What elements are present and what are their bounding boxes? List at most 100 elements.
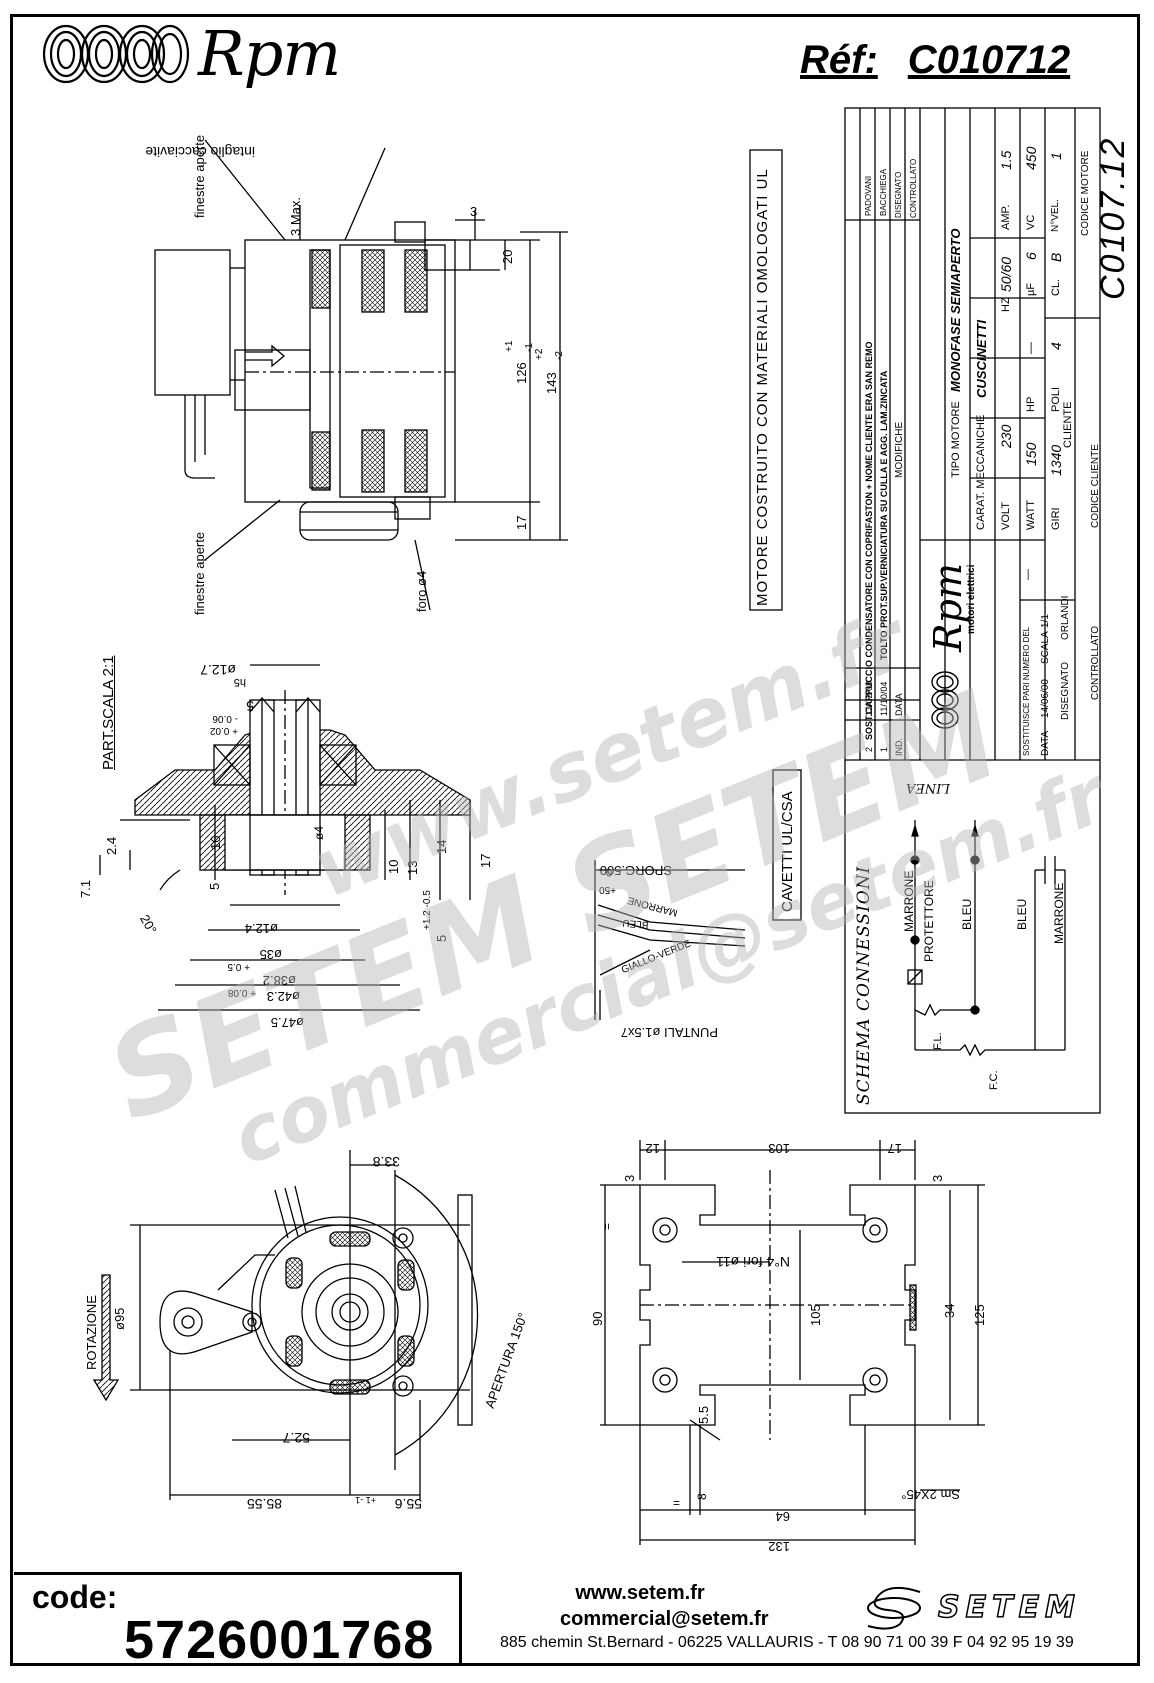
eq-mark-bottom: =: [672, 1496, 680, 1510]
ref-value: C010712: [907, 38, 1071, 82]
tipo-label: TIPO MOTORE: [950, 401, 962, 478]
drawing-sheet: [10, 14, 1140, 1666]
dim-143-tol-top: +2: [534, 348, 545, 360]
data-value: 14/06/00: [1040, 679, 1051, 718]
title-block-logo: [930, 660, 965, 730]
dim-17: 17: [887, 1141, 902, 1156]
coil-small-icon: [931, 671, 959, 729]
vc-label: VC: [1025, 214, 1037, 230]
vc-value: 450: [1023, 146, 1039, 170]
footer-website[interactable]: www.setem.fr: [575, 1582, 705, 1604]
dim-105: 105: [808, 1304, 823, 1326]
connection-schema: [907, 820, 1066, 1057]
brand-name: Rpm: [198, 17, 341, 90]
carat-label: CARAT. MECCANICHE: [975, 414, 987, 530]
dim-85-55: 85.55: [246, 1496, 282, 1512]
rpm-logo: Rpm: [42, 17, 341, 90]
h-modifiche: MODIFICHE: [894, 421, 905, 478]
dim-125: 125: [972, 1304, 987, 1326]
rotation-label: ROTAZIONE: [84, 1295, 99, 1370]
dim-3: 3: [470, 204, 478, 219]
ref-label: Réf:: [800, 38, 878, 82]
schema-bleu-2: BLEU: [1015, 898, 1029, 930]
dim-5-tol1: - 0.06: [212, 713, 238, 724]
detail-scale: PART.SCALA 2:1: [100, 655, 117, 770]
h-disegnato: DISEGNATO: [894, 171, 903, 218]
codice-motore-label: CODICE MOTORE: [1080, 150, 1091, 236]
poli-label: POLI: [1050, 386, 1062, 412]
setem-logo: SETEM: [860, 1582, 1081, 1632]
dim-55-6-tol: +1 -1: [355, 1495, 376, 1505]
code-label: code:: [32, 1579, 118, 1615]
footer-address: 885 chemin St.Bernard - 06225 VALLAURIS …: [500, 1634, 1074, 1651]
sostituisce-label: SOSTITUISCE PARI NUMERO DEL: [1022, 626, 1031, 756]
coil-icon: [42, 24, 190, 84]
disegnato-label: DISEGNATO: [1060, 662, 1071, 720]
uf-value: 6: [1023, 252, 1039, 260]
hp-label: HP: [1025, 396, 1037, 412]
nvel-value: 1: [1048, 152, 1064, 160]
codice-motore-value: C0107.12: [1094, 136, 1132, 300]
setem-brand: SETEM: [937, 1589, 1081, 1626]
code-box: code: 5726001768: [14, 1572, 462, 1670]
watt-label: WATT: [1025, 500, 1037, 530]
dim-5-top: 5: [246, 698, 254, 714]
dim-126-tol-top: +1: [504, 340, 515, 352]
giri-label: GIRI: [1050, 507, 1062, 530]
cl-label: CL.: [1050, 278, 1062, 296]
side-view: [154, 139, 568, 611]
dim-12: 12: [645, 1141, 660, 1156]
dim-d124: ø12.4: [244, 921, 278, 936]
nvel-label: N°VEL.: [1050, 199, 1061, 232]
amp-value: 1.5: [998, 150, 1014, 170]
front-view: [92, 1150, 479, 1500]
tipo-value: MONOFASE SEMIAPERTO: [948, 228, 963, 393]
dim-20: 20: [500, 249, 515, 264]
hz-value: 50/60: [998, 256, 1014, 292]
dim-90: 90: [590, 1311, 605, 1326]
scala-label: SCALA: [1040, 631, 1051, 664]
dim-103: 103: [768, 1141, 790, 1156]
title-block-brand: Rpm: [926, 563, 970, 652]
wire-detail: [594, 149, 802, 1020]
dim-5-tol2: + 0.02: [209, 725, 238, 736]
h-controllato: CONTROLLATO: [909, 158, 918, 218]
amp-label: AMP.: [1000, 204, 1012, 230]
dim-33-8: 33.8: [372, 1154, 400, 1170]
schema-fl: F.L.: [932, 1032, 944, 1050]
scala-value: 1/1: [1040, 614, 1051, 628]
data-label: DATA: [1040, 730, 1051, 756]
watt-value: 150: [1023, 442, 1039, 466]
hp-value: —: [1023, 342, 1037, 354]
dim-d127: ø12.7: [200, 662, 236, 678]
title-block-frame: [844, 107, 1101, 1114]
schema-bleu-1: BLEU: [960, 898, 974, 930]
dim-16: 16: [208, 835, 223, 850]
note-ul: MOTORE COSTRUITO CON MATERIALI OMOLOGATI…: [754, 168, 771, 606]
dim-5-5: 5.5: [696, 1405, 711, 1424]
shaft-detail: [99, 664, 471, 1011]
callout-foro: foro ø4: [414, 570, 429, 612]
setem-swirl-icon: [867, 1586, 921, 1630]
dim-7-1: 7.1: [78, 879, 93, 898]
dim-h5: h5: [233, 676, 246, 688]
dim-132: 132: [768, 1539, 790, 1554]
controllato-label: CONTROLLATO: [1090, 625, 1101, 700]
giri-value: 1340: [1048, 444, 1064, 476]
cl-value: B: [1048, 252, 1064, 262]
rev-2-by: PADOVANI: [864, 175, 873, 216]
rev-1-by: BACCHIEGA: [879, 168, 888, 216]
codice-cliente-label: CODICE CLIENTE: [1090, 444, 1101, 528]
dim-52-7: 52.7: [282, 1430, 310, 1446]
schema-fc: F.C.: [988, 1070, 1000, 1090]
volt-label: VOLT: [1000, 502, 1012, 530]
uf-label: µF: [1025, 282, 1037, 296]
footer-email[interactable]: commercial@setem.fr: [560, 1608, 769, 1630]
reference: Réf: C010712: [800, 38, 1070, 83]
disegnato-value: ORLANDI: [1060, 595, 1071, 640]
dim-17-side: 17: [514, 515, 529, 530]
dim-143-tol-bottom: -2: [554, 351, 565, 360]
hz-label: HZ: [1000, 297, 1012, 312]
dim-64: 64: [775, 1509, 790, 1524]
